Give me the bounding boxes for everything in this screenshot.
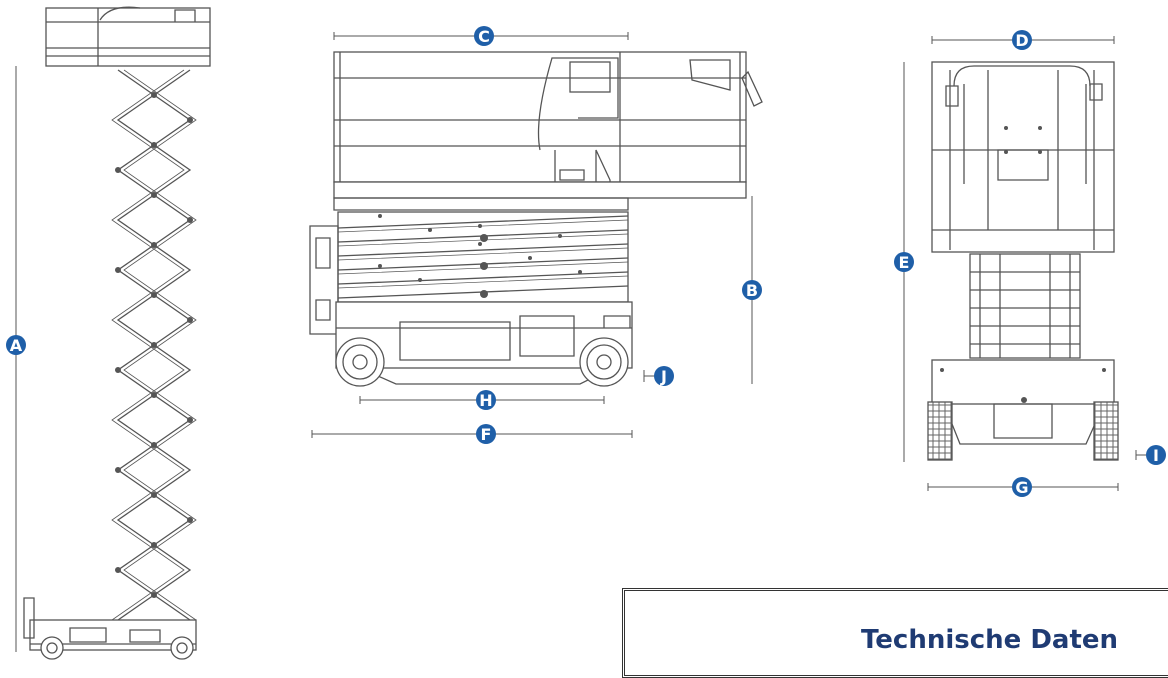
label-j: J bbox=[660, 367, 667, 386]
front-view bbox=[927, 61, 1119, 461]
label-g: G bbox=[1015, 478, 1028, 497]
dimension-i: I bbox=[1135, 445, 1166, 465]
technical-drawing: A C bbox=[6, 6, 1166, 660]
dimension-a: A bbox=[6, 66, 26, 652]
dimension-h: H bbox=[359, 390, 605, 410]
dimension-j: J bbox=[643, 366, 674, 386]
label-e: E bbox=[899, 253, 910, 272]
label-h: H bbox=[479, 391, 492, 410]
dimension-c: C bbox=[333, 26, 629, 46]
label-f: F bbox=[481, 425, 492, 444]
dimension-b: B bbox=[742, 196, 762, 384]
label-c: C bbox=[478, 27, 490, 46]
dimension-f: F bbox=[311, 424, 633, 444]
label-d: D bbox=[1015, 31, 1028, 50]
stowed-side-view bbox=[309, 51, 763, 387]
label-i: I bbox=[1153, 446, 1159, 465]
title-box: Technische Daten bbox=[622, 588, 1168, 678]
dimension-g: G bbox=[927, 477, 1119, 497]
extended-lift-view bbox=[23, 6, 211, 660]
dimension-e: E bbox=[894, 62, 914, 462]
section-title: Technische Daten bbox=[861, 625, 1119, 655]
dimension-d: D bbox=[931, 30, 1115, 50]
label-b: B bbox=[746, 281, 758, 300]
label-a: A bbox=[10, 336, 23, 355]
